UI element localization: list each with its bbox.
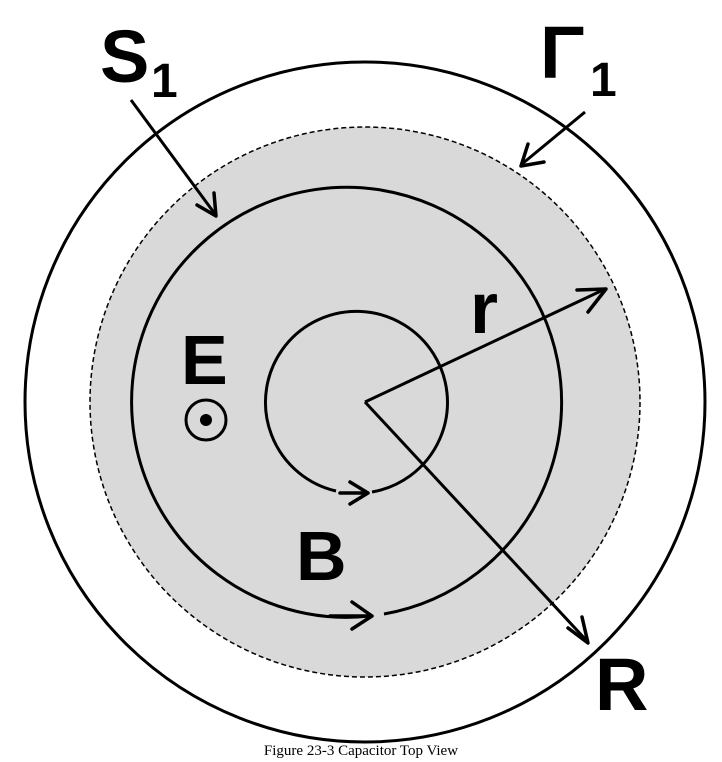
label-s-subscript: 1 [151, 55, 178, 108]
label-b: B [296, 517, 347, 595]
small-loop-arrow-icon [338, 480, 370, 506]
s1-pointer-arrowhead-icon [195, 191, 218, 218]
gamma1-pointer-arrowhead-icon [519, 142, 546, 168]
label-e: E [181, 321, 228, 399]
label-gamma: Γ [540, 11, 584, 94]
figure-caption: Figure 23-3 Capacitor Top View [263, 743, 459, 759]
s1-pointer-arrow [129, 99, 217, 215]
gamma1-pointer-arrow [521, 110, 586, 166]
large-b-field-loop [130, 185, 564, 619]
radius-r-arrowhead-icon [575, 287, 608, 314]
e-field-out-of-page-icon [184, 398, 228, 442]
small-b-field-loop [264, 309, 449, 494]
radius-big-r-arrowhead-icon [566, 615, 590, 645]
radius-big-r-arrow [363, 400, 589, 643]
label-big-r: R [595, 643, 648, 726]
large-loop-arrow-icon [328, 600, 374, 631]
label-gamma-subscript: 1 [590, 54, 617, 107]
label-r: r [470, 269, 498, 349]
radius-r-arrow [364, 288, 604, 404]
label-s: S [100, 15, 149, 98]
